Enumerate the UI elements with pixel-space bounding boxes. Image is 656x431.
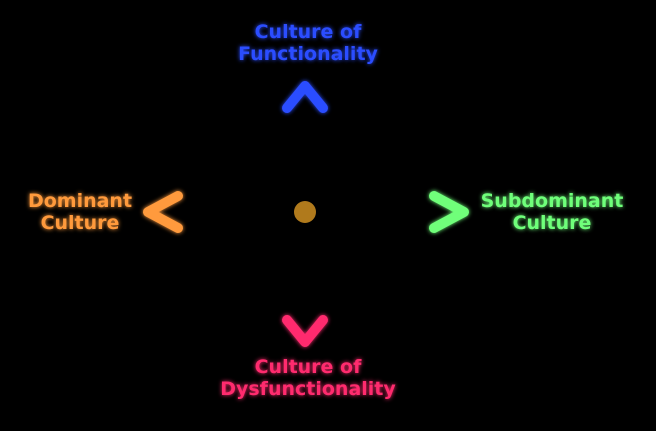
label-bottom-line2: Dysfunctionality — [220, 378, 396, 400]
label-dominant-culture: Dominant Culture — [10, 190, 150, 234]
label-culture-of-functionality: Culture of Functionality — [208, 21, 408, 65]
label-right-line1: Subdominant — [480, 190, 624, 212]
label-top-line1: Culture of — [254, 21, 362, 43]
arrow-up-head — [282, 81, 328, 113]
arrow-right-head — [429, 191, 469, 233]
label-right-line2: Culture — [512, 212, 592, 234]
label-bottom-line1: Culture of — [254, 356, 362, 378]
label-top-line2: Functionality — [238, 43, 378, 65]
label-culture-of-dysfunctionality: Culture of Dysfunctionality — [198, 356, 418, 400]
arrow-left-head — [143, 191, 183, 233]
label-left-line2: Culture — [40, 212, 120, 234]
arrow-down-head — [282, 315, 328, 347]
label-subdominant-culture: Subdominant Culture — [462, 190, 642, 234]
label-left-line1: Dominant — [27, 190, 133, 212]
center-origin-dot — [294, 201, 316, 223]
